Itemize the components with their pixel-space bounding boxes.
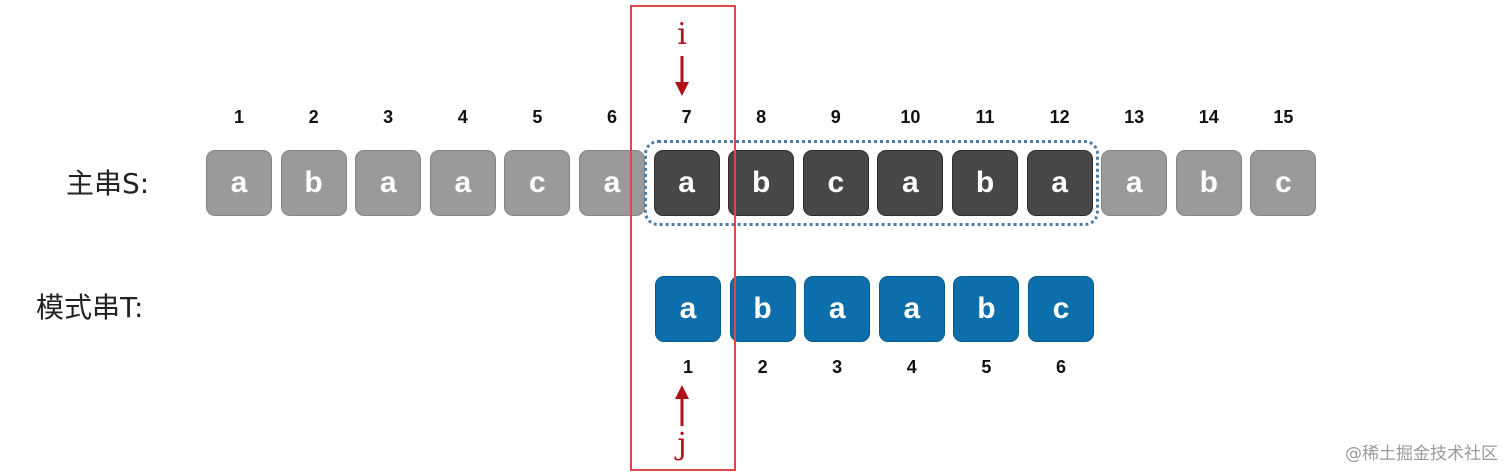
main-string-index: 10 xyxy=(900,107,921,127)
pointer-j-label: j xyxy=(677,427,687,462)
main-string-cell: a xyxy=(653,150,720,216)
main-string-index: 8 xyxy=(756,107,767,127)
main-string-index: 11 xyxy=(975,107,995,127)
pattern-string-cell: a xyxy=(878,276,945,342)
compared-substring-outline xyxy=(644,140,1099,226)
main-string-cell: a xyxy=(877,150,944,216)
pattern-string-cell: a xyxy=(804,276,871,342)
main-string-cell: a xyxy=(206,150,272,216)
watermark: @稀土掘金技术社区 xyxy=(1345,444,1498,464)
main-string-cell: b xyxy=(728,150,795,216)
pattern-string-cell: a xyxy=(655,276,721,342)
pattern-string-index: 1 xyxy=(682,357,693,377)
main-string-index: 7 xyxy=(681,107,692,127)
main-string-index: 4 xyxy=(457,107,468,127)
current-position-frame xyxy=(630,5,736,471)
main-string-index: 5 xyxy=(532,107,543,127)
main-string-cell: b xyxy=(1175,150,1242,216)
main-string-cell: a xyxy=(1101,150,1168,216)
pattern-string-index: 4 xyxy=(906,357,917,377)
pattern-string-cell: b xyxy=(729,276,796,342)
main-string-cell: a xyxy=(355,150,422,216)
main-string-index: 6 xyxy=(606,107,617,127)
main-string-index: 15 xyxy=(1273,107,1294,127)
pointer-j-arrow-up-icon xyxy=(675,385,689,426)
main-string-index: 9 xyxy=(830,107,841,127)
main-string-cell: c xyxy=(1250,150,1317,216)
pattern-string-index: 3 xyxy=(832,357,843,377)
pattern-string-cell: b xyxy=(953,276,1020,342)
main-string-cell: a xyxy=(429,150,496,216)
pattern-string-index: 5 xyxy=(981,357,992,377)
main-string-cell: a xyxy=(579,150,645,216)
pointer-i-label: i xyxy=(677,17,687,52)
pattern-string-cell: c xyxy=(1028,276,1094,342)
pattern-string-index: 6 xyxy=(1055,357,1066,377)
main-string-index: 12 xyxy=(1049,107,1070,127)
main-string-cell: a xyxy=(1026,150,1093,216)
main-string-index: 13 xyxy=(1124,107,1145,127)
main-string-index: 14 xyxy=(1198,107,1219,127)
pattern-string-index: 2 xyxy=(757,357,768,377)
main-string-cell: c xyxy=(802,150,869,216)
main-string-index: 1 xyxy=(233,107,244,127)
main-string-index: 2 xyxy=(308,107,319,127)
main-string-cell: b xyxy=(952,150,1018,216)
pattern-string-label: 模式串T: xyxy=(36,291,144,324)
main-string-index: 3 xyxy=(383,107,394,127)
main-string-cell: b xyxy=(280,150,347,216)
pointer-i-arrow-down-icon xyxy=(675,56,689,96)
main-string-label: 主串S: xyxy=(66,167,150,200)
main-string-cell: c xyxy=(504,150,571,216)
